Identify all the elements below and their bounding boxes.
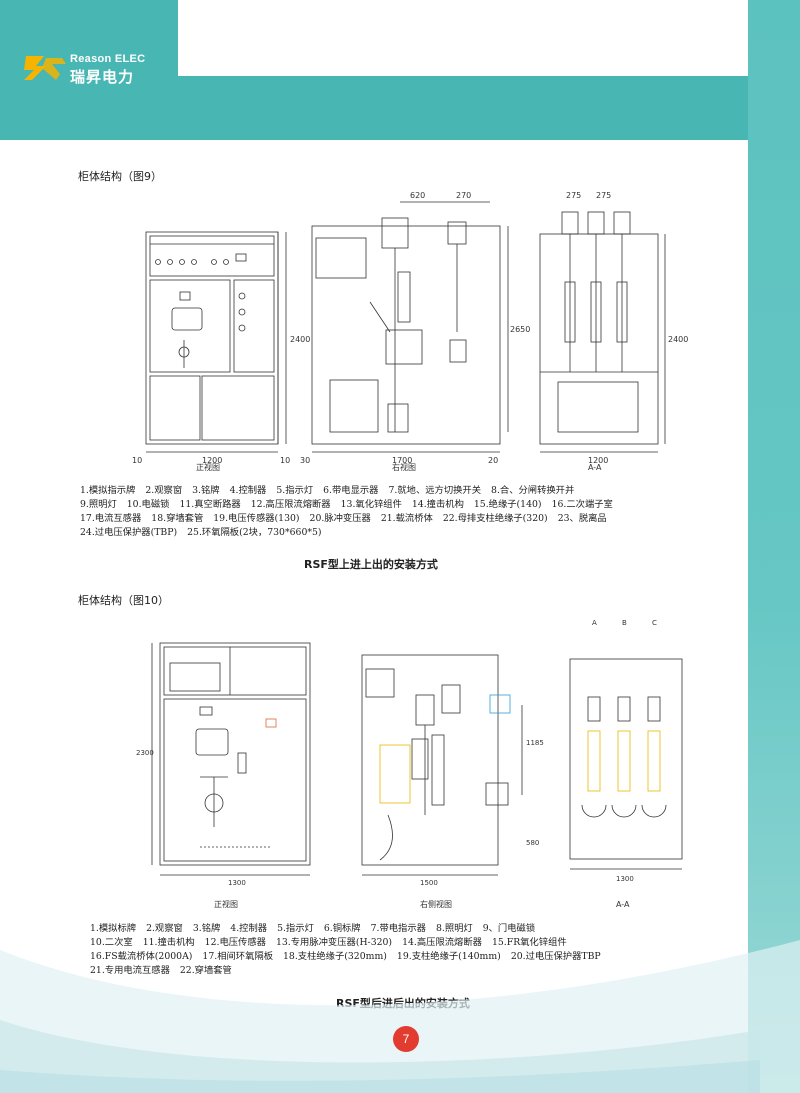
front-dim-width: 1200 [202, 456, 222, 465]
front-dim-height: 2400 [290, 335, 310, 344]
right-teal-bar [748, 0, 800, 1093]
page-number: 7 [393, 1026, 419, 1052]
aa-dim-top2: 275 [596, 191, 611, 200]
side-dim-right: 20 [488, 456, 498, 465]
section1-caption: RSF型上进上出的安装方式 [304, 558, 438, 571]
side-dim-total: 1700 [392, 456, 412, 465]
side-view-cabinet-10 [361, 654, 523, 876]
decorative-wave [0, 940, 800, 1093]
s2-side-view-label: 右侧视图 [420, 899, 452, 909]
section1-drawings: 1200 10 10 2400 1700 30 20 620 270 2650 … [132, 191, 688, 472]
aa-view-label: A-A [588, 463, 602, 472]
side-dim-top1: 620 [410, 191, 425, 200]
brand-name-en: Reason ELEC [70, 53, 146, 65]
side-dim-height: 2650 [510, 325, 530, 334]
aa-dim-width: 1200 [588, 456, 608, 465]
s2-side-dim-h1: 1185 [526, 739, 544, 747]
s2-aa-dim-width: 1300 [616, 875, 634, 883]
section1-title: 柜体结构（图9） [78, 170, 162, 183]
side-dim-top2: 270 [456, 191, 471, 200]
aa-dim-height: 2400 [668, 335, 688, 344]
section2-drawings: 1300 2300 1500 1185 580 1300 A B C 正视图 右… [136, 619, 683, 909]
aa-view-cabinet-10 [569, 658, 683, 870]
header-teal-strip [178, 76, 748, 140]
s2-front-dim-height: 2300 [136, 749, 154, 757]
s2-front-dim-width: 1300 [228, 879, 246, 887]
aa-view-cabinet-9 [539, 211, 666, 453]
brand-name-cn: 瑞昇电力 [70, 68, 135, 86]
section2-title: 柜体结构（图10） [78, 594, 169, 607]
aa-dim-top1: 275 [566, 191, 581, 200]
side-dim-left: 30 [300, 456, 310, 465]
front-dim-right: 10 [280, 456, 290, 465]
front-view-cabinet-9 [145, 231, 287, 453]
s2-side-dim-h2: 580 [526, 839, 539, 847]
front-view-label: 正视图 [196, 462, 220, 472]
front-dim-left: 10 [132, 456, 142, 465]
s2-aa-view-label: A-A [616, 900, 630, 909]
company-logo-icon [24, 56, 66, 80]
s2-front-view-label: 正视图 [214, 899, 238, 909]
side-view-cabinet-9 [311, 201, 509, 453]
side-view-label: 右视图 [392, 462, 416, 472]
s2-side-dim-total: 1500 [420, 879, 438, 887]
s2-aa-col-a: A [592, 619, 597, 627]
s2-aa-col-c: C [652, 619, 657, 627]
front-view-cabinet-10 [151, 642, 311, 876]
s2-aa-col-b: B [622, 619, 627, 627]
